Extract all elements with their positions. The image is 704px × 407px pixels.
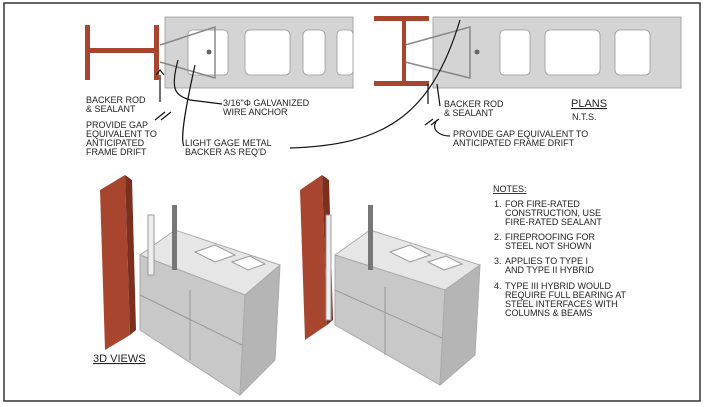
note-number: 1. [494, 199, 502, 209]
block-cell [614, 29, 651, 76]
plans-title: PLANS [571, 98, 607, 110]
block-cell [336, 29, 354, 76]
note-text: AND TYPE II HYBRID [505, 265, 594, 275]
right-backer-rod-label: BACKER ROD [444, 99, 504, 109]
note-number: 3. [494, 256, 502, 266]
steel-web [88, 48, 156, 53]
note-text: REQUIRE FULL BEARING AT [505, 290, 627, 300]
block-cell [244, 29, 291, 76]
wire-anchor-label: 3/16"Φ GALVANIZED [223, 98, 310, 108]
wire-anchor [404, 26, 471, 79]
rebar [474, 49, 480, 55]
plans-scale: N.T.S. [572, 112, 597, 122]
wire-anchor-label: WIRE ANCHOR [223, 107, 288, 117]
steel-column-3d [300, 175, 327, 340]
metal-backer-label: BACKER AS REQ'D [185, 147, 267, 157]
block-cell [302, 29, 326, 76]
left-gap-label: PROVIDE GAP [86, 120, 148, 130]
left-gap-label: FRAME DRIFT [86, 147, 147, 157]
plan-detail-1 [85, 16, 354, 89]
note-text: FOR FIRE-RATED [505, 199, 580, 209]
steel-flange [85, 25, 90, 80]
left-gap-label: EQUIVALENT TO [86, 129, 157, 139]
rebar [206, 49, 212, 55]
steel-web [402, 18, 406, 84]
right-backer-rod-label: & SEALANT [444, 108, 494, 118]
left-backer-rod-label: & SEALANT [86, 104, 136, 114]
steel-flange [374, 16, 429, 21]
plan-detail-2 [374, 16, 682, 89]
left-gap-label: ANTICIPATED [86, 138, 145, 148]
right-gap-label: PROVIDE GAP EQUIVALENT TO [453, 129, 588, 139]
right-gap-label: ANTICIPATED FRAME DRIFT [453, 138, 575, 148]
note-number: 4. [494, 281, 502, 291]
leader-lines [154, 19, 461, 149]
block-cell [544, 29, 601, 76]
sheet-border [3, 2, 701, 402]
block-cell [499, 29, 531, 76]
wire-anchor [159, 25, 216, 79]
steel-flange [154, 25, 159, 80]
note-text: TYPE III HYBRID WOULD [505, 281, 612, 291]
rebar-3d [368, 205, 373, 270]
note-text: CONSTRUCTION, USE [505, 208, 601, 218]
note-text: STEEL NOT SHOWN [505, 241, 592, 251]
views-title: 3D VIEWS [93, 353, 146, 365]
note-text: STEEL INTERFACES WITH [505, 299, 618, 309]
3d-view-2 [300, 175, 482, 387]
note-text: FIREPROOFING FOR [505, 232, 596, 242]
note-number: 2. [494, 232, 502, 242]
3d-view-1 [100, 175, 281, 397]
metal-backer-label: LIGHT GAGE METAL [185, 138, 272, 148]
steel-flange [374, 81, 429, 86]
left-backer-rod-label: BACKER ROD [86, 95, 146, 105]
notes-title: NOTES: [493, 184, 527, 194]
rebar-3d [172, 205, 177, 270]
notes-block: NOTES: 1. FOR FIRE-RATED CONSTRUCTION, U… [493, 184, 627, 318]
note-text: APPLIES TO TYPE I [505, 256, 588, 266]
steel-column-3d [100, 175, 130, 350]
note-text: FIRE-RATED SEALANT [505, 217, 602, 227]
note-text: COLUMNS & BEAMS [505, 308, 593, 318]
